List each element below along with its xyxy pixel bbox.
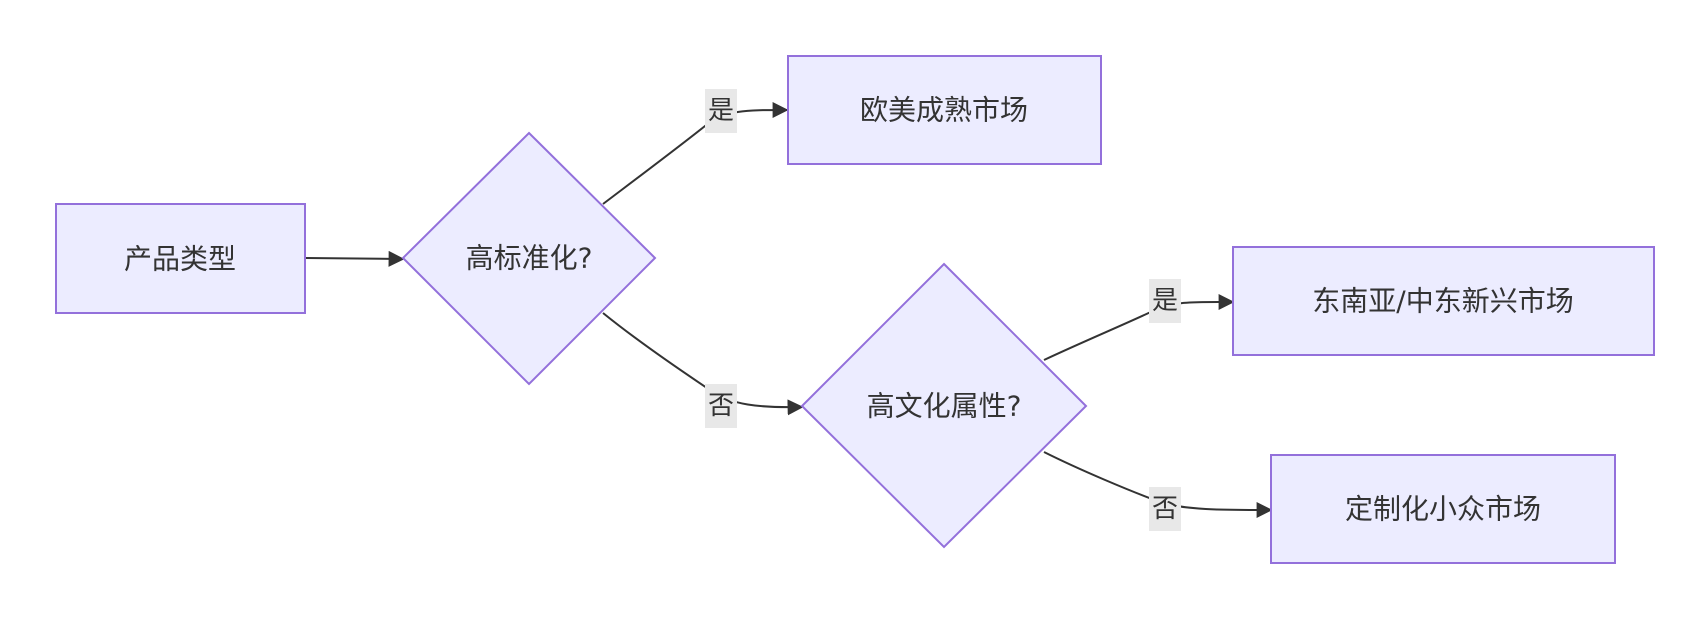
node-high-cultural-label: 高文化属性? [867,390,1022,423]
node-high-cultural[interactable]: 高文化属性? [800,262,1088,549]
edges [305,102,1273,518]
edge-label-standard-yes: 是 [705,89,737,133]
node-emerging-markets-box [1232,246,1655,356]
node-product-type[interactable]: 产品类型 [55,203,306,314]
node-mature-markets-box [787,55,1102,165]
node-niche-markets-box [1270,454,1616,564]
edge-label-standard-yes-text: 是 [708,96,734,126]
edge-label-cultural-no-bg [1149,487,1181,531]
edge-label-standard-no: 否 [705,384,737,428]
edge-label-cultural-yes: 是 [1149,279,1181,323]
edge-label-cultural-no-text: 否 [1152,494,1178,524]
node-product-type-label: 产品类型 [124,243,236,276]
edge-label-cultural-yes-text: 是 [1152,286,1178,316]
edge-standard-to-cultural [602,312,804,416]
node-emerging-markets[interactable]: 东南亚/中东新兴市场 [1232,246,1655,356]
node-niche-markets-label: 定制化小众市场 [1345,493,1541,526]
node-niche-markets[interactable]: 定制化小众市场 [1270,454,1616,564]
node-mature-markets[interactable]: 欧美成熟市场 [787,55,1102,165]
edge-label-standard-no-text: 否 [708,391,734,421]
edge-label-cultural-yes-bg [1149,279,1181,323]
node-high-cultural-diamond [800,262,1088,549]
edge-cultural-to-emerging [1043,293,1235,361]
edge-label-cultural-no: 否 [1149,487,1181,531]
node-high-standardization-label: 高标准化? [466,242,593,275]
node-emerging-markets-label: 东南亚/中东新兴市场 [1312,285,1573,318]
edge-product-to-standard [305,250,405,267]
edge-label-standard-yes-bg [705,89,737,133]
edge-label-standard-no-bg [705,384,737,428]
edge-standard-to-mature [602,102,789,205]
node-product-type-box [55,203,306,314]
node-high-standardization[interactable]: 高标准化? [401,131,657,386]
node-high-standardization-diamond [401,131,657,386]
node-mature-markets-label: 欧美成熟市场 [860,94,1028,127]
